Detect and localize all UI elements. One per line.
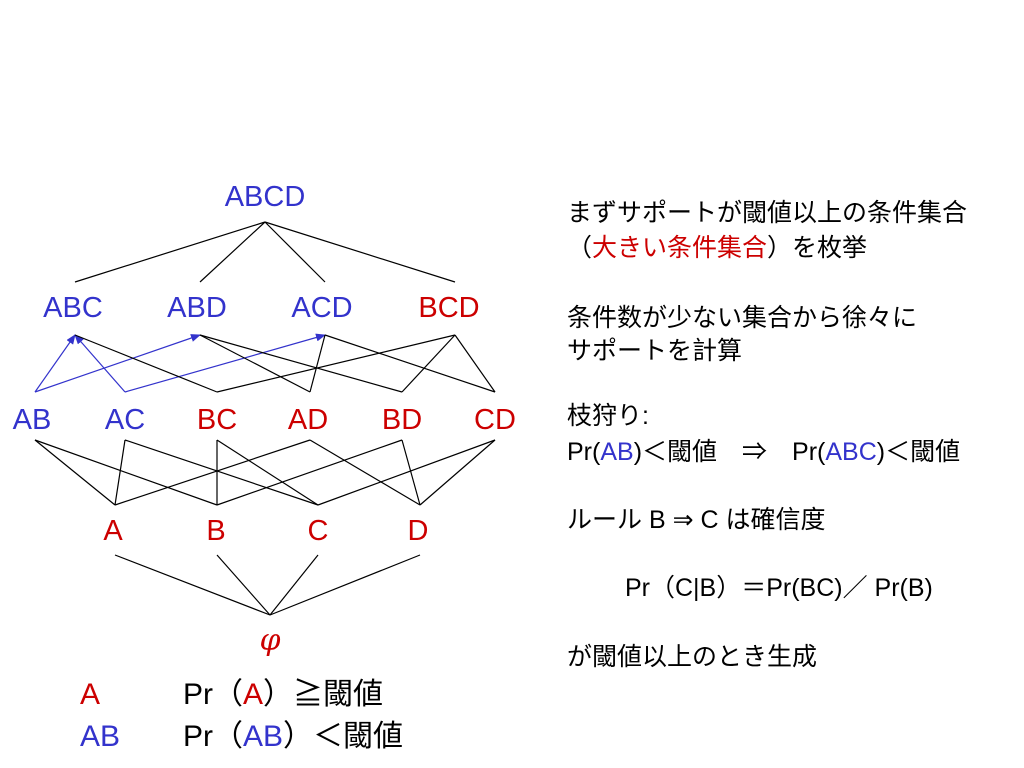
- edge-bd-abd: [199, 334, 403, 393]
- legend-symbol-infrequent: AB: [80, 720, 121, 753]
- node-bcd: BCD: [418, 292, 480, 324]
- note-line-6: Pr(AB)＜閾値 ⇒ Pr(ABC)＜閾値: [567, 437, 960, 467]
- note-line-3: 条件数が少ない集合から徐々に: [567, 303, 917, 333]
- edge-φ-a: [114, 554, 271, 616]
- note-line-2: （大きい条件集合）を枚挙: [567, 233, 867, 263]
- edge-c-cd: [317, 439, 496, 506]
- formula-text: AB: [243, 720, 284, 753]
- note-text: サポートを計算: [567, 337, 743, 365]
- edge-c-bc: [216, 439, 319, 506]
- edge-φ-c: [269, 554, 319, 616]
- edge-cd-acd: [324, 334, 496, 393]
- node-c: C: [307, 515, 329, 547]
- edge-d-ad: [309, 439, 421, 506]
- edge-ad-acd: [309, 334, 326, 393]
- edge-ad-abd: [199, 334, 311, 393]
- note-text: )＜閾値 ⇒ Pr(: [633, 438, 826, 466]
- edge-ab-abd: [34, 334, 201, 393]
- note-text: （: [567, 234, 593, 262]
- node-acd: ACD: [291, 292, 353, 324]
- edge-a-ab: [34, 439, 116, 506]
- note-line-9: が閾値以上のとき生成: [567, 642, 817, 672]
- edge-ac-acd: [124, 333, 326, 393]
- formula-text: ）≧閾値: [263, 678, 384, 711]
- note-itemset: AB: [600, 438, 634, 466]
- note-text: が閾値以上のとき生成: [567, 643, 818, 671]
- note-line-4: サポートを計算: [567, 336, 742, 366]
- formula-text: ）＜閾値: [283, 720, 404, 753]
- note-highlight: 大きい条件集合: [592, 234, 768, 262]
- legend-formula-frequent: Pr（A）≧閾値: [183, 680, 383, 710]
- note-formula: Pr（C|B）＝Pr(BC)／ Pr(B): [625, 574, 933, 602]
- node-bd: BD: [381, 404, 423, 436]
- formula-text: A: [243, 678, 264, 711]
- legend-formula-infrequent: Pr（AB）＜閾値: [183, 722, 403, 752]
- edge-ab-abc: [34, 334, 76, 393]
- edge-abcd-abc: [74, 221, 266, 283]
- edge-b-bd: [216, 439, 403, 506]
- note-line-8: Pr（C|B）＝Pr(BC)／ Pr(B): [625, 573, 933, 603]
- edge-φ-d: [269, 554, 421, 616]
- note-text: Pr(: [567, 438, 601, 466]
- node-cd: CD: [474, 404, 516, 436]
- edge-bc-abc: [74, 334, 218, 393]
- note-line-5: 枝狩り:: [567, 401, 649, 431]
- edge-a-ac: [114, 439, 126, 506]
- note-text: 条件数が少ない集合から徐々に: [567, 304, 918, 332]
- node-d: D: [407, 515, 429, 547]
- edge-c-ac: [124, 439, 319, 506]
- node-ab: AB: [12, 404, 52, 436]
- note-line-1: まずサポートが閾値以上の条件集合: [567, 198, 967, 228]
- note-text: まずサポートが閾値以上の条件集合: [567, 199, 968, 227]
- node-b: B: [206, 515, 226, 547]
- node-ac: AC: [104, 404, 146, 436]
- formula-text: Pr（: [183, 720, 243, 753]
- node-bc: BC: [196, 404, 238, 436]
- edge-b-ab: [34, 439, 218, 506]
- edge-abcd-bcd: [264, 221, 456, 283]
- edge-ac-abc: [74, 334, 126, 393]
- edge-abcd-abd: [199, 221, 266, 283]
- note-text: ルール B ⇒ C は確信度: [567, 506, 826, 534]
- formula-text: Pr（: [183, 678, 243, 711]
- node-abd: ABD: [167, 292, 227, 324]
- node-abcd: ABCD: [224, 181, 306, 213]
- note-text: )＜閾値: [876, 438, 961, 466]
- note-itemset: ABC: [825, 438, 877, 466]
- edge-bc-bcd: [216, 334, 456, 393]
- note-text: ）を枚挙: [767, 234, 868, 262]
- note-line-7: ルール B ⇒ C は確信度: [567, 505, 825, 535]
- edge-bd-bcd: [401, 334, 456, 393]
- edge-d-bd: [401, 439, 421, 506]
- legend-symbol-frequent: A: [80, 678, 101, 711]
- edge-d-cd: [419, 439, 496, 506]
- node-abc: ABC: [43, 292, 103, 324]
- edge-a-ad: [114, 439, 311, 506]
- node-empty-set: φ: [259, 623, 281, 658]
- node-a: A: [103, 515, 123, 547]
- note-text: 枝狩り:: [567, 402, 649, 430]
- edge-cd-bcd: [454, 334, 496, 393]
- edge-φ-b: [216, 554, 271, 616]
- node-ad: AD: [287, 404, 329, 436]
- edge-abcd-acd: [264, 221, 326, 283]
